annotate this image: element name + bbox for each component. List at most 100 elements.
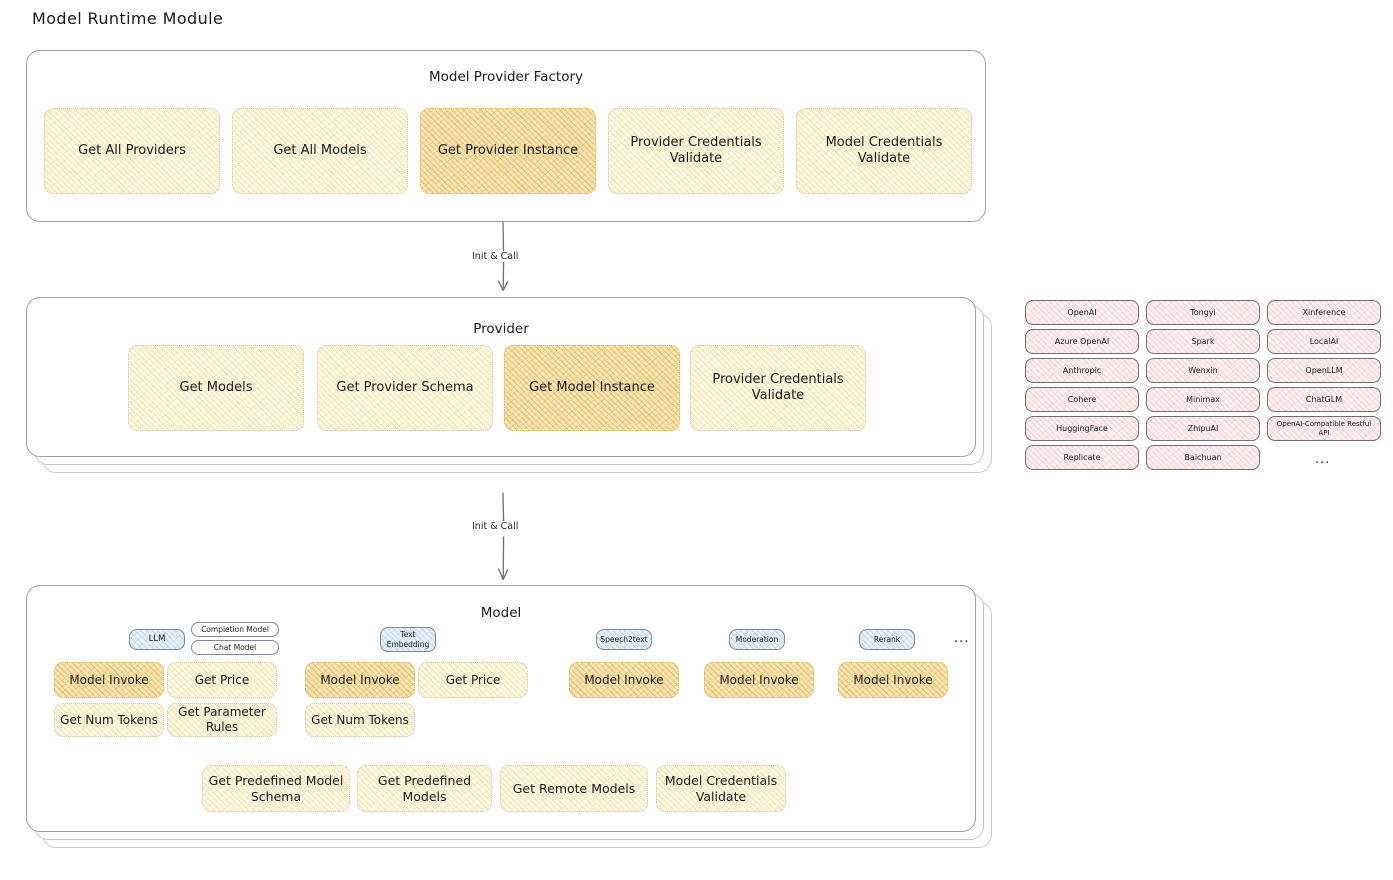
chip-label: Cohere [1067,394,1097,404]
arrow-factory-to-provider: Init & Call [469,221,522,296]
provider-chip-baichuan[interactable]: Baichuan [1146,445,1260,470]
llm-method-get-num-tokens[interactable]: Get Num Tokens [54,703,164,737]
factory-box-provider-credentials-validate[interactable]: Provider Credentials Validate [608,108,784,194]
model-types-more: ... [954,631,970,646]
model-type-badge-moderation[interactable]: Moderation [729,629,785,650]
badge-label: Rerank [873,634,901,644]
box-label: Model Credentials Validate [664,772,778,804]
box-label: Get Provider Instance [437,142,579,158]
provider-chip-openai-compatible-restful-api[interactable]: OpenAI-Compatible Restful API [1267,416,1381,441]
provider-chip-localai[interactable]: LocalAI [1267,329,1381,354]
model-type-badge-rerank[interactable]: Rerank [859,629,915,650]
chip-label: Minimax [1186,394,1220,404]
provider-box-provider-credentials-validate[interactable]: Provider Credentials Validate [690,345,866,431]
provider-chip-wenxin[interactable]: Wenxin [1146,358,1260,383]
box-label: Provider Credentials Validate [712,371,844,403]
provider-chip-openai[interactable]: OpenAI [1025,300,1139,325]
panel-content: Provider Get Models Get Provider Schema … [26,297,976,457]
box-label: Get Num Tokens [311,712,409,727]
provider-chip-tongyi[interactable]: Tongyi [1146,300,1260,325]
factory-box-get-all-models[interactable]: Get All Models [232,108,408,194]
text-embedding-method-model-invoke[interactable]: Model Invoke [305,662,415,698]
box-label: Model Invoke [584,672,664,687]
box-label: Model Invoke [69,672,149,687]
provider-panel: Provider Get Models Get Provider Schema … [26,297,992,473]
factory-box-get-provider-instance[interactable]: Get Provider Instance [420,108,596,194]
box-label: Get Predefined Models [377,772,472,804]
provider-list: OpenAI Azure OpenAI Anthropic Cohere Hug… [1025,300,1381,475]
arrow-label: Init & Call [469,251,522,262]
model-type-badge-text-embedding[interactable]: Text Embedding [380,627,436,652]
model-common-model-credentials-validate[interactable]: Model Credentials Validate [656,765,786,812]
box-label: Get All Models [273,142,367,158]
provider-chip-zhipuai[interactable]: ZhipuAI [1146,416,1260,441]
speech2text-method-model-invoke[interactable]: Model Invoke [569,662,679,698]
chip-label: ZhipuAI [1187,423,1219,433]
box-label: Provider Credentials Validate [630,134,762,166]
chip-label: OpenAI-Compatible Restful API [1276,419,1372,437]
box-label: Get All Providers [78,142,186,158]
badge-label: Text Embedding [386,630,430,649]
provider-box-get-provider-schema[interactable]: Get Provider Schema [317,345,493,431]
model-provider-factory-panel: Model Provider Factory Get All Providers… [26,50,986,222]
badge-label: LLM [148,634,166,645]
box-label: Get Num Tokens [60,712,158,727]
provider-box-get-models[interactable]: Get Models [128,345,304,431]
box-label: Get Price [194,672,250,687]
provider-chip-cohere[interactable]: Cohere [1025,387,1139,412]
box-label: Get Remote Models [512,780,636,796]
chip-label: Baichuan [1184,452,1222,462]
factory-box-model-credentials-validate[interactable]: Model Credentials Validate [796,108,972,194]
box-label: Get Model Instance [529,379,655,395]
moderation-method-model-invoke[interactable]: Model Invoke [704,662,814,698]
chip-label: ChatGLM [1305,394,1343,404]
provider-chip-chatglm[interactable]: ChatGLM [1267,387,1381,412]
text-embedding-method-get-price[interactable]: Get Price [418,662,528,698]
provider-chip-xinference[interactable]: Xinference [1267,300,1381,325]
box-label: Model Invoke [853,672,933,687]
model-subtype-badge-completion-model[interactable]: Completion Model [191,622,279,637]
box-label: Get Models [179,379,253,395]
box-label: Get Parameter Rules [178,705,266,734]
provider-chip-spark[interactable]: Spark [1146,329,1260,354]
provider-chip-huggingface[interactable]: HuggingFace [1025,416,1139,441]
arrow-label: Init & Call [469,521,522,532]
provider-chip-openllm[interactable]: OpenLLM [1267,358,1381,383]
box-label: Get Predefined Model Schema [208,772,344,804]
box-label: Model Invoke [719,672,799,687]
page-title: Model Runtime Module [32,9,224,28]
section-title-model: Model [480,605,522,621]
llm-method-model-invoke[interactable]: Model Invoke [54,662,164,698]
arrow-provider-to-model: Init & Call [469,492,522,585]
chip-label: LocalAI [1309,336,1339,346]
model-type-badge-speech2text[interactable]: Speech2text [596,629,652,650]
box-label: Model Invoke [320,672,400,687]
rerank-method-model-invoke[interactable]: Model Invoke [838,662,948,698]
badge-label: Speech2text [600,634,648,644]
llm-method-get-price[interactable]: Get Price [167,662,277,698]
model-common-get-remote-models[interactable]: Get Remote Models [500,765,648,812]
model-common-get-predefined-model-schema[interactable]: Get Predefined Model Schema [202,765,350,812]
chip-label: OpenAI [1067,307,1097,317]
badge-label: Moderation [735,634,779,644]
box-label: Get Price [445,672,501,687]
provider-box-get-model-instance[interactable]: Get Model Instance [504,345,680,431]
provider-chip-replicate[interactable]: Replicate [1025,445,1139,470]
provider-list-more: ... [1315,452,1331,467]
chip-label: Replicate [1063,452,1101,462]
chip-label: Wenxin [1188,365,1218,375]
box-label: Get Provider Schema [336,379,474,395]
llm-method-get-parameter-rules[interactable]: Get Parameter Rules [167,703,277,737]
provider-chip-azure-openai[interactable]: Azure OpenAI [1025,329,1139,354]
model-type-badge-llm[interactable]: LLM [129,629,185,650]
section-title-factory: Model Provider Factory [428,69,583,85]
chip-label: HuggingFace [1056,423,1108,433]
panel-content: Model Provider Factory Get All Providers… [26,50,986,222]
provider-chip-minimax[interactable]: Minimax [1146,387,1260,412]
provider-chip-anthropic[interactable]: Anthropic [1025,358,1139,383]
model-subtype-badge-chat-model[interactable]: Chat Model [191,640,279,655]
text-embedding-method-get-num-tokens[interactable]: Get Num Tokens [305,703,415,737]
model-common-get-predefined-models[interactable]: Get Predefined Models [357,765,492,812]
factory-box-get-all-providers[interactable]: Get All Providers [44,108,220,194]
chip-label: OpenLLM [1305,365,1343,375]
